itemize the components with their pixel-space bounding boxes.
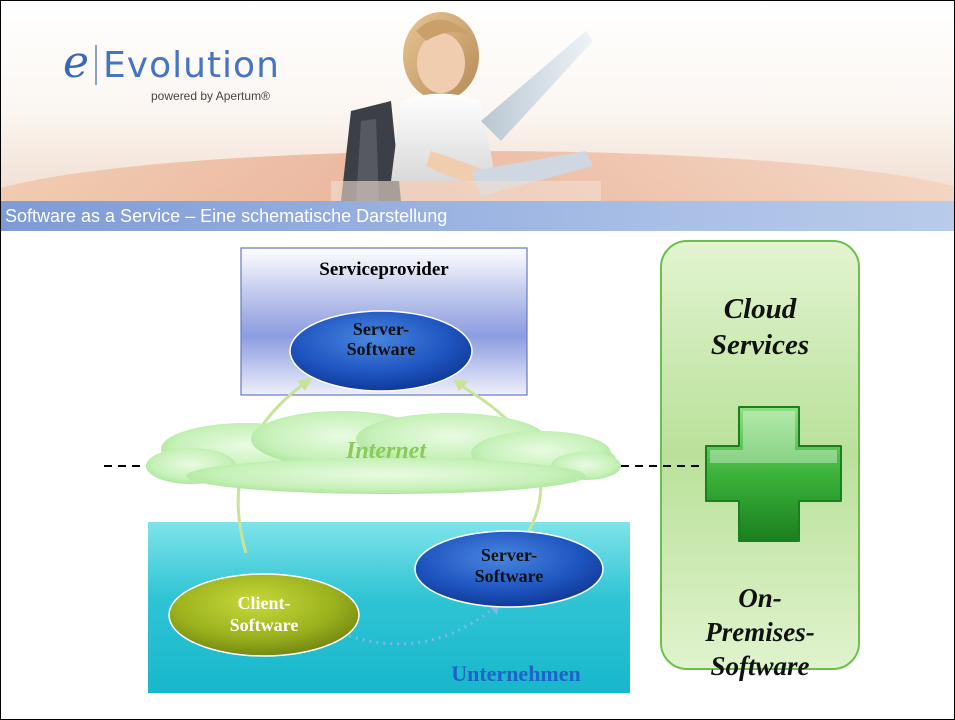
logo-divider xyxy=(95,45,98,85)
client-software-line1: Client- xyxy=(237,593,291,613)
logo-name: Evolution xyxy=(103,45,280,86)
server-software-bottom-line2: Software xyxy=(474,566,544,586)
server-software-label-bottom: Server- Software xyxy=(415,545,603,587)
server-software-label-top: Server- Software xyxy=(290,319,472,359)
client-software-line2: Software xyxy=(229,615,299,635)
server-software-ellipse-top xyxy=(289,310,473,392)
serviceprovider-label: Serviceprovider xyxy=(319,259,449,280)
header-banner: e Evolution powered by Apertum® xyxy=(1,1,954,201)
server-software-ellipse-bottom xyxy=(414,530,604,608)
cloud-services-line1: Cloud xyxy=(723,293,797,325)
cloud-services-label: Cloud Services xyxy=(661,291,859,363)
cloud-services-line2: Services xyxy=(710,329,810,361)
server-software-top-line1: Server- xyxy=(352,319,410,339)
internet-label: Internet xyxy=(345,438,426,464)
woman-laptop-photo xyxy=(331,12,601,201)
green-plus-icon xyxy=(705,406,842,542)
dotted-arrow-client-server xyxy=(348,604,497,646)
arrow-head-left xyxy=(297,377,313,391)
server-software-bottom-line1: Server- xyxy=(480,545,538,565)
arrow-head-right xyxy=(453,379,469,391)
on-premises-label: On- Premises- Software xyxy=(661,581,859,683)
on-premises-line1: On- xyxy=(738,583,782,613)
client-software-label: Client- Software xyxy=(169,592,359,636)
server-software-top-line2: Software xyxy=(346,339,416,359)
on-premises-line3: Software xyxy=(710,651,810,681)
logo-subtitle: powered by Apertum® xyxy=(151,89,270,103)
slide-title-bar: Software as a Service – Eine schematisch… xyxy=(1,201,954,231)
internet-cloud xyxy=(146,411,621,494)
slide-title: Software as a Service – Eine schematisch… xyxy=(5,206,448,226)
logo-e: e xyxy=(63,37,90,88)
client-software-ellipse xyxy=(168,573,360,657)
on-premises-line2: Premises- xyxy=(705,617,815,647)
unternehmen-label: Unternehmen xyxy=(451,661,581,686)
saas-diagram xyxy=(104,240,860,693)
